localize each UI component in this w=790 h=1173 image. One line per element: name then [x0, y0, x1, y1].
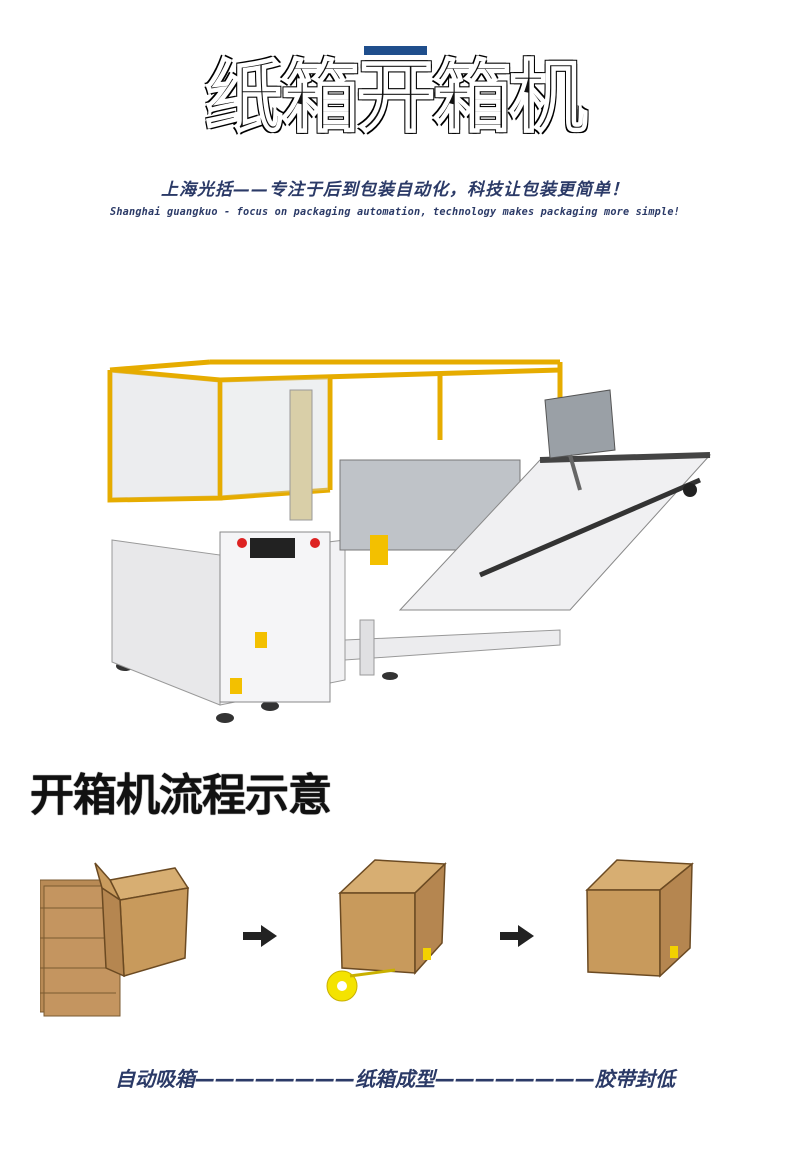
step-carton-forming-illustration	[326, 859, 447, 1002]
page-title: 纸箱开箱机	[204, 52, 588, 144]
process-section-title: 开箱机流程示意	[30, 770, 332, 821]
arrow-right-icon	[500, 925, 534, 947]
slogan-chinese: 上海光括——专注于后到包装自动化，科技让包装更简单！	[161, 180, 629, 200]
step-tape-seal-illustration	[585, 859, 694, 978]
carton-erector-machine-image	[107, 359, 712, 723]
process-steps-caption: 自动吸箱————————纸箱成型————————胶带封低	[115, 1067, 675, 1091]
slogan-english: Shanghai guangkuo - focus on packaging a…	[109, 207, 680, 218]
step-auto-suction-illustration	[40, 862, 190, 1017]
arrow-right-icon	[243, 925, 277, 947]
title-accent-bar	[364, 46, 427, 55]
